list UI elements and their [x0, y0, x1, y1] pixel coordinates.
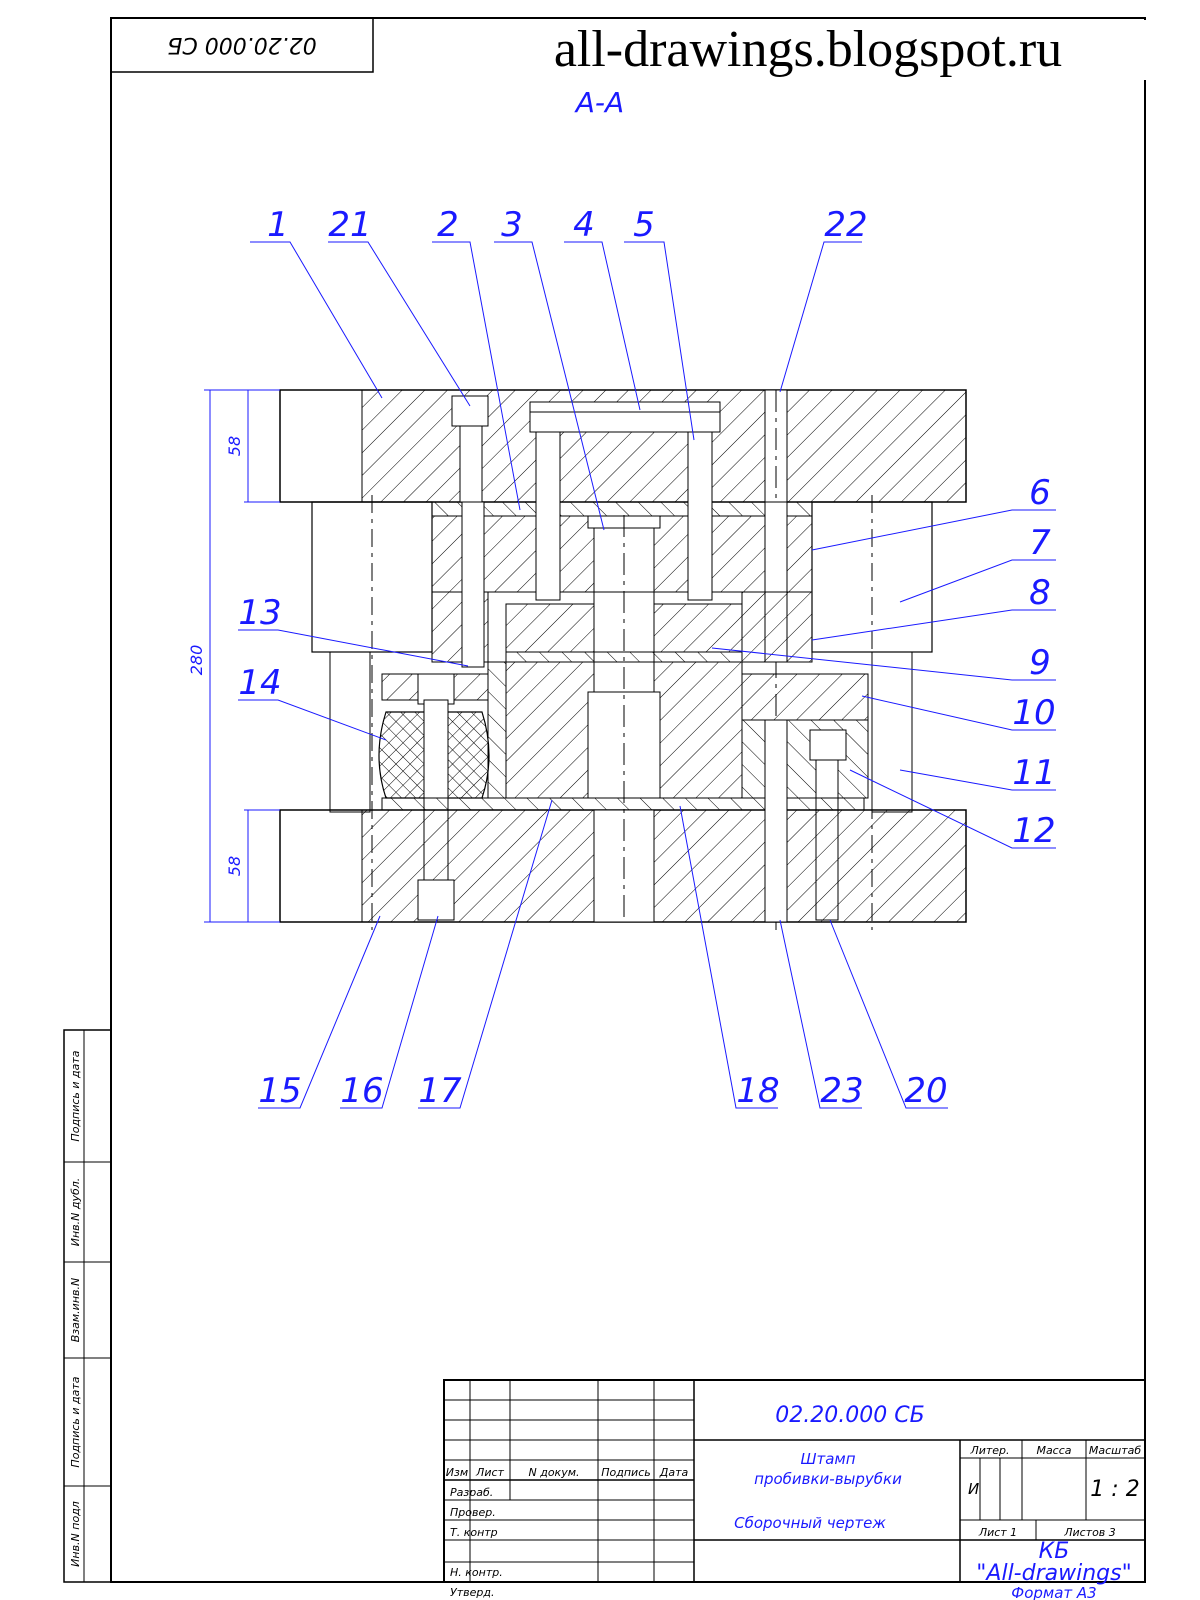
retainer-12 [741, 719, 869, 799]
strip-sign-date-1: Подпись и дата [69, 1376, 82, 1467]
tb-litera-label: Литер. [969, 1444, 1009, 1457]
tb-org-1: КБ [1039, 1539, 1070, 1564]
row-nkontr: Н. контр. [450, 1566, 503, 1579]
stripper-right [741, 591, 813, 663]
callout-20: 20 [904, 1071, 947, 1111]
corner-stamp-box [110, 17, 374, 73]
strip-inv-orig: Инв.N подл [69, 1501, 82, 1567]
callout-7: 7 [1029, 523, 1051, 563]
callout-5: 5 [633, 205, 655, 245]
backing-plate [431, 501, 813, 517]
callout-13: 13 [238, 593, 281, 633]
callout-14: 14 [238, 663, 281, 703]
tb-mass-label: Масса [1036, 1444, 1071, 1457]
top-recess [529, 401, 721, 433]
callout-3: 3 [501, 205, 523, 245]
post-right [871, 651, 913, 813]
tb-name-1: Штамп [800, 1450, 855, 1468]
post-left [329, 651, 371, 813]
pin-right [687, 431, 713, 601]
callout-labels: 1 21 2 3 4 5 22 6 7 8 13 9 14 10 11 12 1… [238, 205, 1055, 1111]
callout-9: 9 [1029, 643, 1051, 683]
plate-10 [741, 673, 869, 721]
corner-stamp: 02.20.000 СБ [167, 32, 316, 57]
callout-8: 8 [1029, 573, 1051, 613]
tb-litera-value: И [968, 1480, 979, 1498]
tb-org-2: "All-drawings" [976, 1561, 1131, 1586]
col-ndoc: N докум. [528, 1466, 579, 1479]
section-label: А-А [574, 86, 624, 119]
strip-sign-date-2: Подпись и дата [69, 1050, 82, 1141]
tb-format: Формат А3 [1011, 1584, 1096, 1600]
strip-inv-dup: Инв.N дубл. [69, 1178, 82, 1247]
dim-total: 280 [187, 645, 206, 676]
col-izm: Изм [446, 1466, 468, 1479]
site-title: all-drawings.blogspot.ru [554, 21, 1062, 78]
callout-leaders [238, 241, 1056, 1109]
top-screw [459, 425, 483, 503]
dim-top: 58 [225, 436, 244, 456]
tb-doc-type: Сборочный чертеж [734, 1514, 886, 1532]
tb-scale-label: Масштаб [1089, 1444, 1141, 1457]
callout-18: 18 [736, 1071, 779, 1111]
callout-23: 23 [820, 1071, 863, 1111]
callout-4: 4 [573, 205, 595, 245]
callout-2: 2 [437, 205, 459, 245]
col-list: Лист [475, 1466, 504, 1479]
callout-6: 6 [1029, 473, 1051, 513]
dimensions: 280 58 58 [187, 389, 280, 923]
col-sign: Подпись [601, 1466, 650, 1479]
site-title-bg [472, 20, 1148, 80]
callout-21: 21 [328, 205, 371, 245]
pin-left [535, 431, 561, 601]
bottom-plate-hatch [361, 809, 967, 923]
pin-23 [764, 719, 788, 923]
col-date: Дата [659, 1466, 689, 1479]
callout-12: 12 [1012, 811, 1055, 851]
side-strip: Инв.N подл Подпись и дата Взам.инв.N Инв… [63, 1029, 112, 1583]
tb-name-2: пробивки-вырубки [754, 1470, 902, 1488]
callout-17: 17 [418, 1071, 462, 1111]
tb-sheets: Листов 3 [1063, 1526, 1116, 1539]
callout-10: 10 [1012, 693, 1055, 733]
tb-sheet: Лист 1 [978, 1526, 1017, 1539]
strip-replace-inv: Взам.инв.N [69, 1278, 82, 1342]
tb-scale-value: 1 : 2 [1090, 1477, 1139, 1502]
shim-18 [381, 797, 865, 811]
callout-1: 1 [267, 205, 289, 245]
row-razrab: Разраб. [450, 1486, 493, 1499]
die-assembly [279, 389, 967, 930]
top-screw-head [451, 395, 489, 427]
row-prover: Провер. [450, 1506, 496, 1519]
title-block: Изм Лист N докум. Подпись Дата Разраб. П… [443, 1379, 1146, 1600]
callout-15: 15 [258, 1071, 301, 1111]
callout-16: 16 [340, 1071, 383, 1111]
callout-11: 11 [1012, 753, 1055, 793]
dim-bottom: 58 [225, 856, 244, 876]
pin-13 [461, 501, 485, 668]
row-utverd: Утверд. [450, 1586, 494, 1599]
tb-designation: 02.20.000 СБ [775, 1403, 924, 1428]
callout-22: 22 [824, 205, 867, 245]
row-tkontr: Т. контр [450, 1526, 498, 1539]
